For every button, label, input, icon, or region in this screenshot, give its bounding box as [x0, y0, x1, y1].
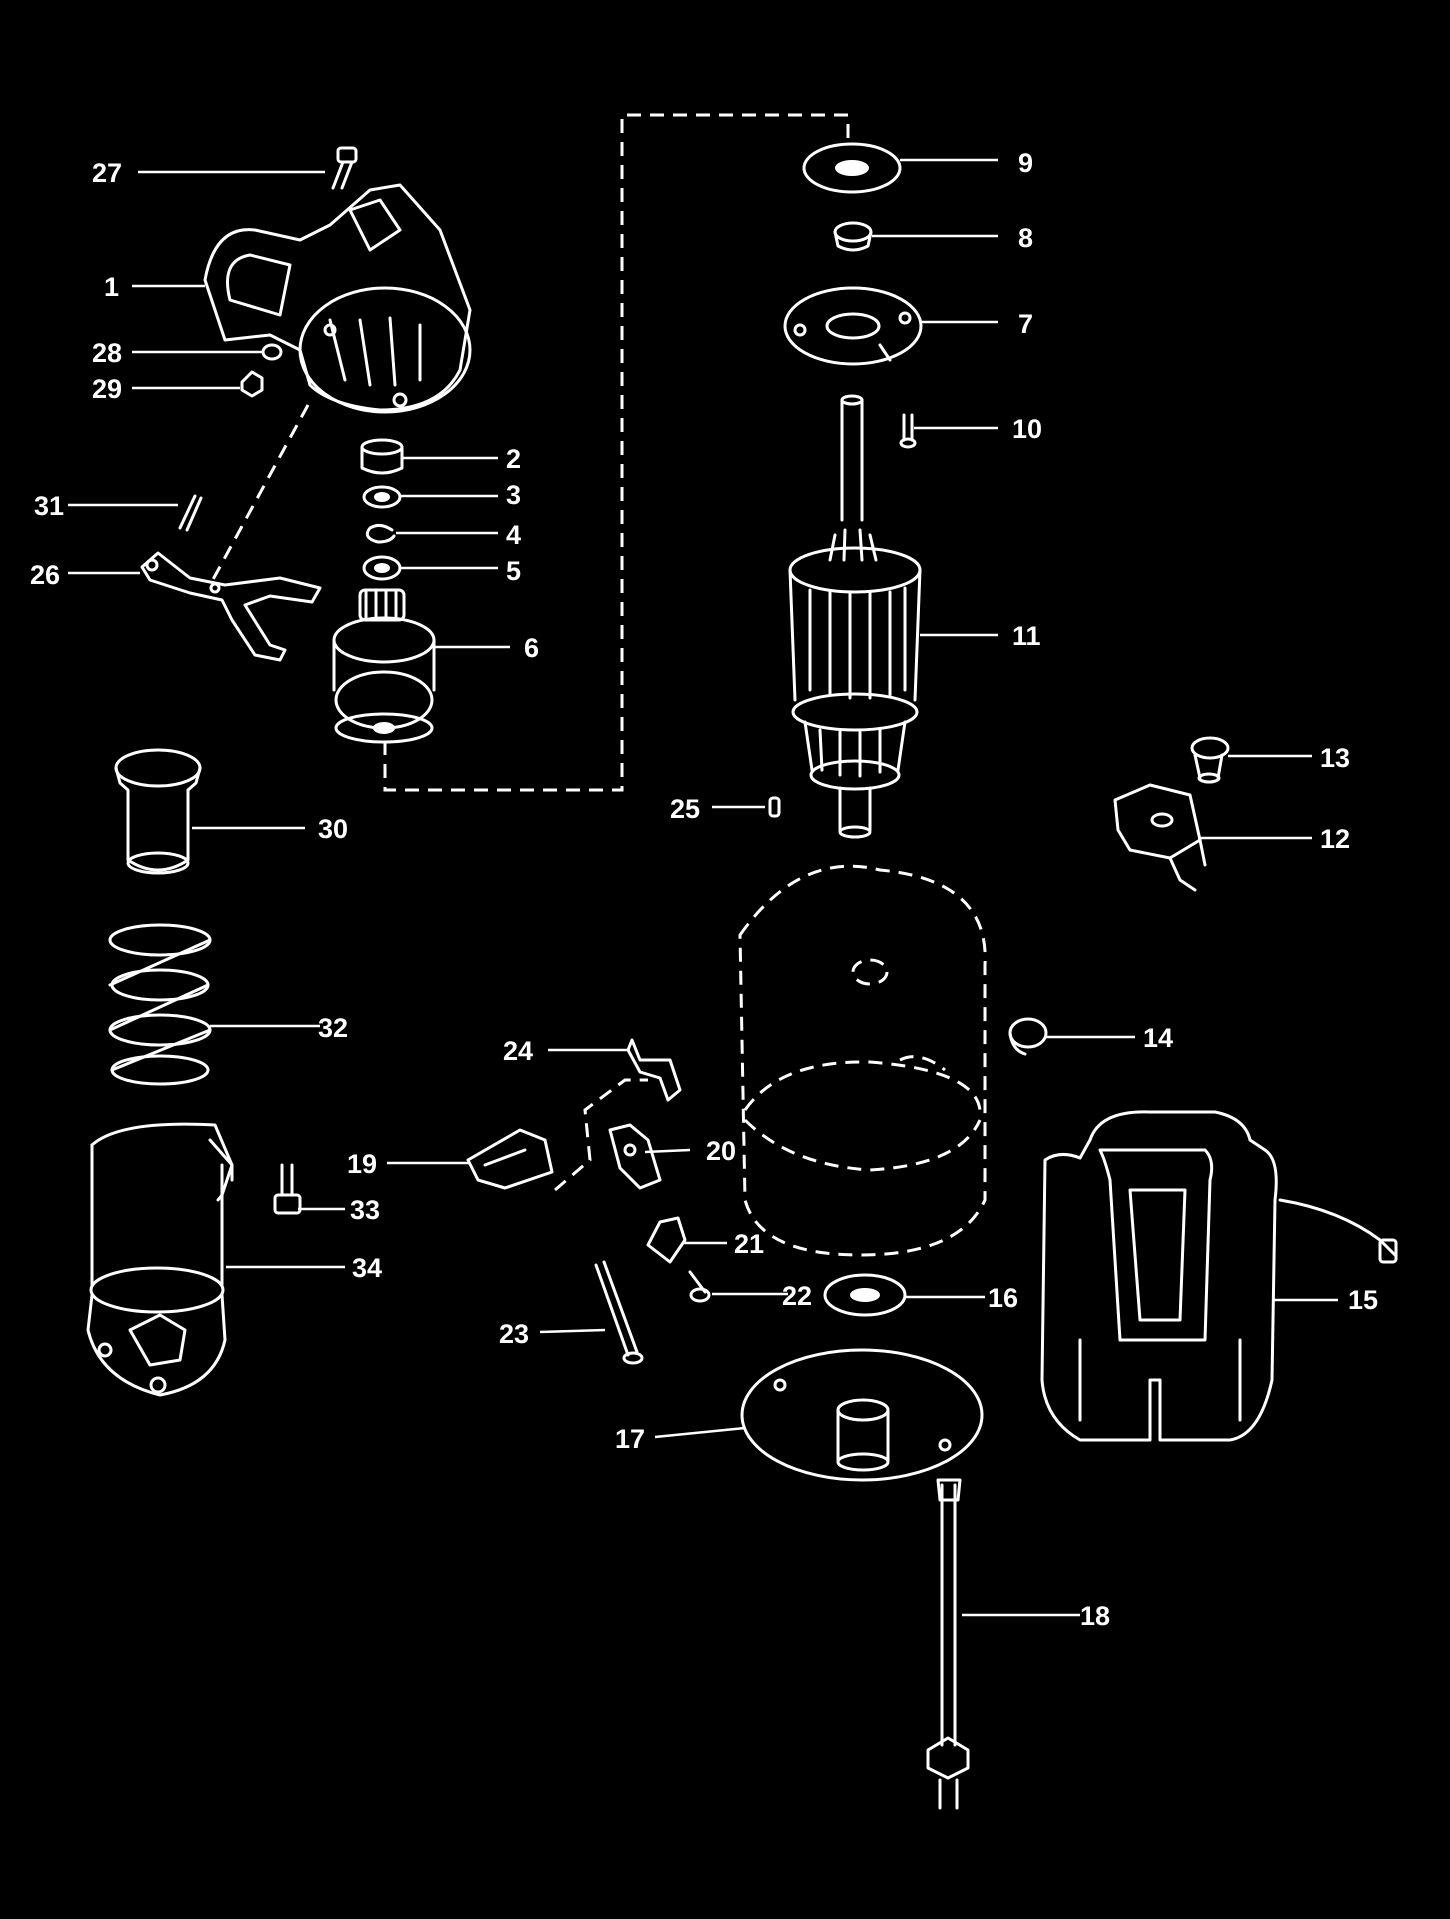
part-30-sleeve — [114, 748, 202, 875]
callout-7: 7 — [1018, 309, 1033, 339]
part-24-clip — [626, 1038, 682, 1102]
callout-29: 29 — [92, 374, 122, 404]
part-19-brush-holder — [466, 1128, 554, 1190]
callout-19: 19 — [347, 1149, 377, 1179]
part-5-collar — [362, 555, 402, 581]
part-6-drive-assembly — [332, 588, 436, 744]
callout-10: 10 — [1012, 414, 1042, 444]
callout-26: 26 — [30, 560, 60, 590]
callout-32: 32 — [318, 1013, 348, 1043]
part-17-end-cap — [740, 1348, 984, 1482]
part-21-brush — [646, 1216, 687, 1264]
part-3-washer — [362, 485, 402, 509]
callout-25: 25 — [670, 794, 700, 824]
callout-23: 23 — [499, 1319, 529, 1349]
callout-4: 4 — [506, 520, 521, 550]
part-16-washer — [823, 1273, 907, 1317]
part-28-lock-washer — [261, 343, 283, 361]
callout-17: 17 — [615, 1424, 645, 1454]
callout-6: 6 — [524, 633, 539, 663]
part-11-armature — [788, 394, 922, 839]
part-23-bolt — [594, 1260, 644, 1365]
callout-labels: 1 2 3 4 5 6 7 8 9 10 11 12 13 14 15 16 1… — [30, 148, 1378, 1631]
callout-16: 16 — [988, 1283, 1018, 1313]
callout-20: 20 — [706, 1136, 736, 1166]
callout-13: 13 — [1320, 743, 1350, 773]
part-4-retaining-ring — [365, 523, 396, 544]
part-29-nut — [240, 370, 264, 398]
callout-9: 9 — [1018, 148, 1033, 178]
part-20-brush — [608, 1123, 662, 1190]
part-9-thrust-washer — [802, 142, 902, 194]
callout-15: 15 — [1348, 1285, 1378, 1315]
part-26-shift-lever — [140, 551, 322, 662]
part-13-screw — [1190, 736, 1230, 784]
field-frame — [738, 864, 987, 1257]
part-14-plug — [1008, 1017, 1048, 1056]
callout-14: 14 — [1143, 1023, 1173, 1053]
callout-5: 5 — [506, 556, 521, 586]
part-27-bolt — [331, 146, 358, 190]
assembly-guide-lines — [208, 113, 850, 1192]
callout-21: 21 — [734, 1229, 764, 1259]
part-18-through-bolt — [926, 1478, 970, 1810]
part-32-spring — [108, 923, 212, 1086]
part-10-screw — [899, 413, 917, 449]
part-8-bushing — [833, 221, 873, 252]
callout-33: 33 — [350, 1195, 380, 1225]
part-2-bushing — [360, 438, 404, 475]
callout-31: 31 — [34, 491, 64, 521]
callout-24: 24 — [503, 1036, 533, 1066]
callout-11: 11 — [1012, 621, 1041, 651]
part-7-end-plate — [783, 286, 923, 366]
part-34-solenoid — [86, 1122, 234, 1397]
callout-12: 12 — [1320, 824, 1350, 854]
part-25-key — [768, 796, 781, 818]
part-31-pin — [178, 494, 203, 532]
callout-30: 30 — [318, 814, 348, 844]
callout-18: 18 — [1080, 1601, 1110, 1631]
callout-34: 34 — [352, 1253, 382, 1283]
callout-2: 2 — [506, 444, 521, 474]
part-1-drive-housing — [203, 183, 472, 414]
part-33-screw — [273, 1163, 302, 1215]
callout-8: 8 — [1018, 223, 1033, 253]
part-22-screw — [688, 1270, 711, 1303]
callout-28: 28 — [92, 338, 122, 368]
leader-lines — [68, 158, 1338, 1617]
callout-1: 1 — [104, 272, 119, 302]
callout-27: 27 — [92, 158, 122, 188]
callout-22: 22 — [782, 1281, 812, 1311]
part-15-boot — [1040, 1110, 1398, 1442]
part-12-clamp — [1113, 783, 1207, 892]
callout-3: 3 — [506, 480, 521, 510]
